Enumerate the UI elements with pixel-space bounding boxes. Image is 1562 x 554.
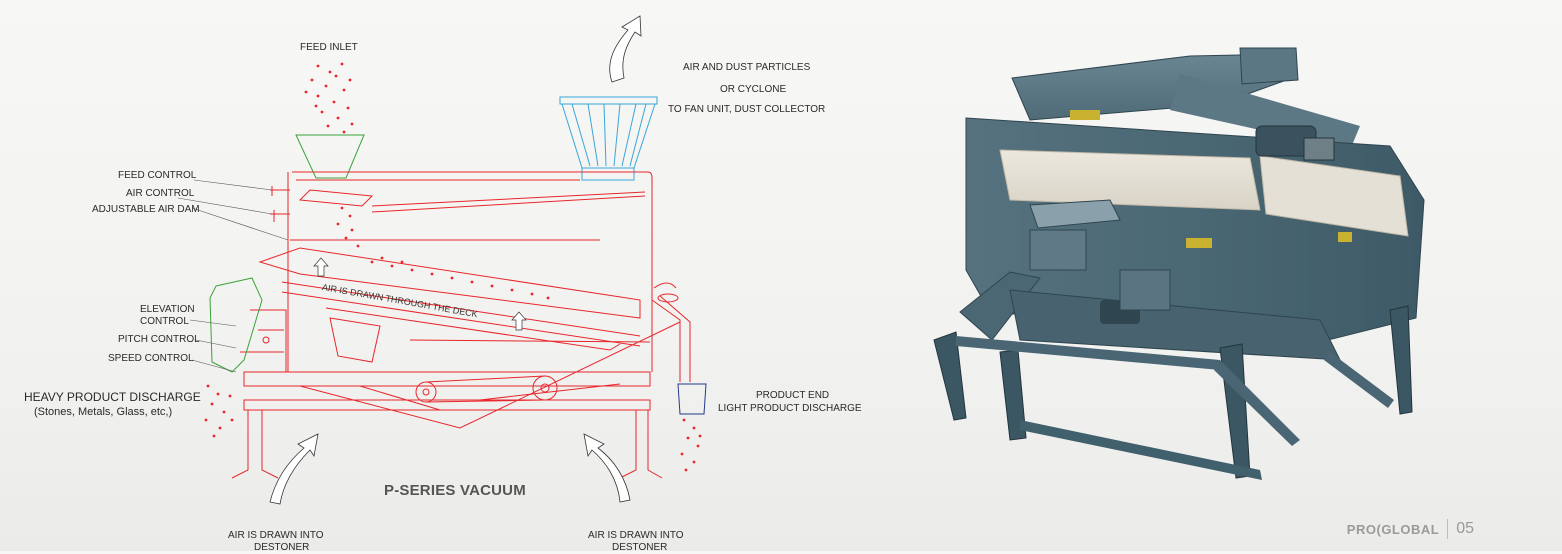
brand-logo: PRO(GLOBAL — [1347, 522, 1439, 537]
air-drawn-right-label-line1: AIR IS DRAWN INTO — [588, 530, 684, 541]
product-particles — [204, 62, 702, 472]
control-box — [1029, 229, 1087, 271]
adjustable-air-dam-label: ADJUSTABLE AIR DAM — [92, 204, 200, 215]
elevation-control-label-line1: ELEVATION — [140, 304, 195, 315]
brand-left-text: PRO — [1346, 521, 1377, 537]
air-drawn-left-label-line2: DESTONER — [254, 542, 310, 553]
heavy-discharge-chute — [209, 277, 263, 373]
feed-control-label: FEED CONTROL — [118, 170, 197, 181]
destoner-diagram — [177, 15, 707, 505]
feed-inlet-label: FEED INLET — [300, 42, 358, 53]
swirl-icon: ( — [1376, 521, 1382, 537]
air-dust-label-line3: TO FAN UNIT, DUST COLLECTOR — [668, 104, 826, 115]
underframe — [959, 271, 1041, 341]
diagram-title: P-SERIES VACUUM — [384, 482, 526, 499]
leg-front-right — [1219, 343, 1251, 479]
page-number: 05 — [1456, 520, 1474, 537]
exhaust-arrow — [609, 15, 642, 83]
footer-divider — [1447, 519, 1449, 539]
pitch-control-label: PITCH CONTROL — [118, 334, 200, 345]
air-inlet-arrow-left — [269, 433, 319, 505]
leg-back-right — [1389, 305, 1413, 415]
diagonal-brace — [1214, 360, 1300, 446]
page-footer: PRO(GLOBAL 05 — [1347, 519, 1474, 539]
air-drawn-right-label-line2: DESTONER — [612, 542, 668, 553]
label-plate-1 — [1070, 110, 1100, 120]
gearbox — [1303, 137, 1335, 161]
label-plate-3 — [1338, 232, 1352, 242]
feed-tray — [1029, 199, 1121, 229]
air-control-label: AIR CONTROL — [126, 188, 195, 199]
product-end-label-line2: LIGHT PRODUCT DISCHARGE — [718, 403, 862, 414]
product-end-label-line1: PRODUCT END — [756, 390, 830, 401]
front-cloth-cover — [999, 149, 1261, 211]
machine-photo — [933, 47, 1425, 480]
side-cloth-cover — [1259, 155, 1409, 237]
air-dust-label-line2: OR CYCLONE — [720, 84, 787, 95]
feed-hopper — [295, 134, 365, 179]
base-skid — [1020, 420, 1262, 480]
air-dust-label-line1: AIR AND DUST PARTICLES — [683, 62, 811, 73]
linkage-box — [1119, 269, 1171, 311]
air-drawn-left-label-line1: AIR IS DRAWN INTO — [228, 530, 324, 541]
brand-right-text: GLOBAL — [1381, 521, 1440, 537]
deck-air-arrow-2 — [511, 311, 527, 331]
discharge-bag — [677, 383, 707, 415]
deck-air-arrow-1 — [313, 257, 329, 277]
cross-brace-front — [956, 336, 1220, 370]
dust-hood — [559, 96, 658, 181]
exhaust-stack — [1239, 47, 1299, 85]
elevation-control-label-line2: CONTROL — [140, 316, 189, 327]
speed-control-label: SPEED CONTROL — [108, 353, 194, 364]
label-plate-2 — [1186, 238, 1212, 248]
heavy-discharge-label-line2: (Stones, Metals, Glass, etc,) — [34, 406, 173, 418]
machine-frame — [231, 171, 691, 479]
air-inlet-arrow-right — [583, 433, 631, 503]
leader-lines — [177, 179, 289, 373]
leg-front-left — [933, 331, 967, 421]
heavy-discharge-label-line1: HEAVY PRODUCT DISCHARGE — [24, 390, 201, 404]
diagonal-brace-right — [1324, 352, 1394, 408]
